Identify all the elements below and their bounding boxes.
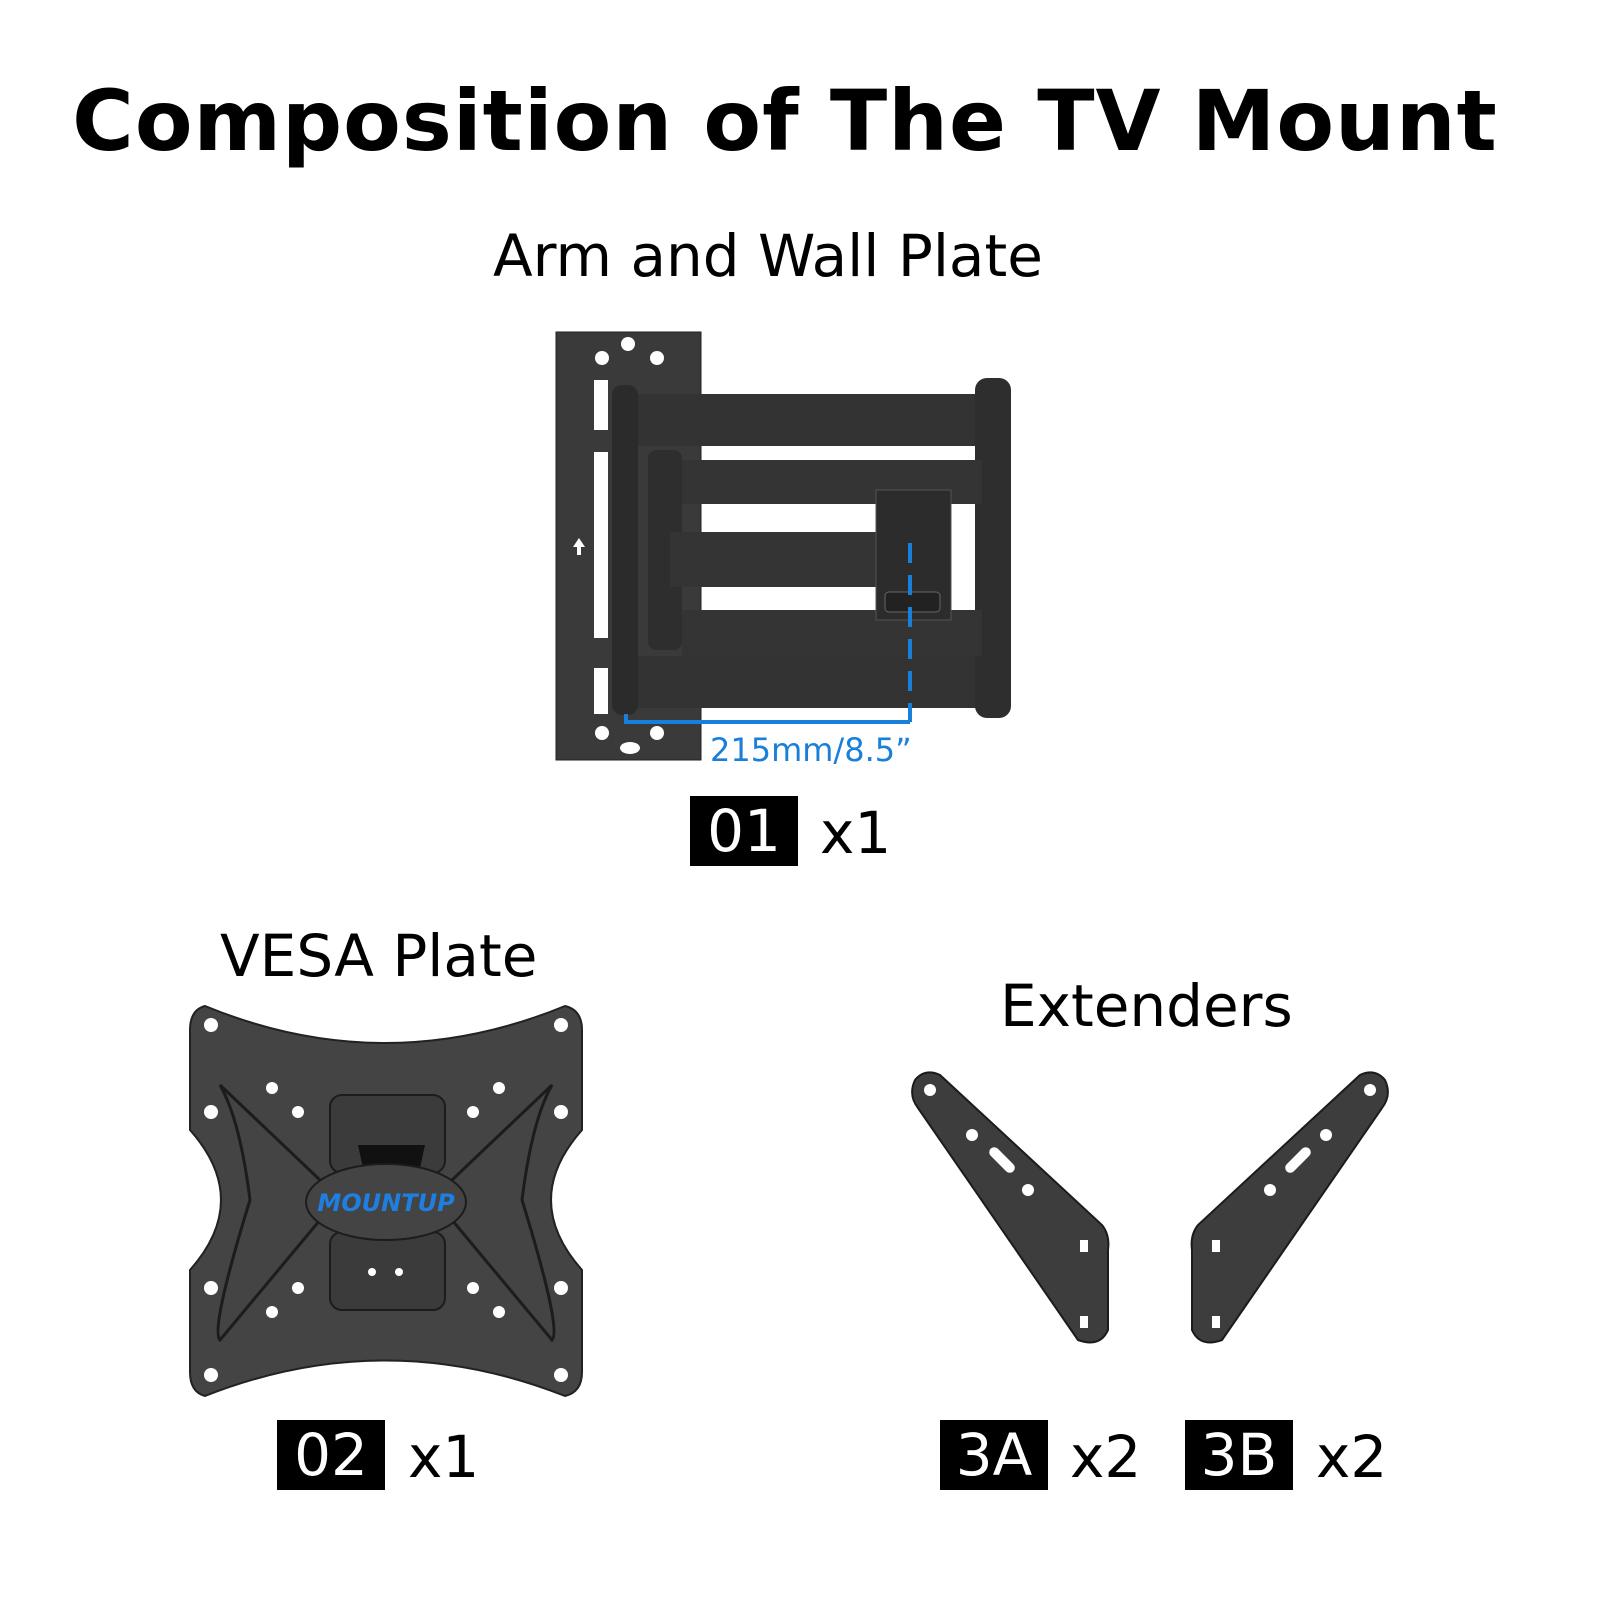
arm-wall-plate-drawing	[555, 331, 1011, 761]
extender-3a-drawing	[911, 1071, 1110, 1344]
part-quantity-02: x1	[408, 1423, 480, 1491]
vesa-plate-drawing: MOUNTUP	[189, 1004, 583, 1398]
part-quantity-3a: x2	[1070, 1423, 1142, 1491]
extender-3b-drawing	[1190, 1071, 1389, 1344]
up-arrow-icon	[573, 538, 585, 555]
dimension-line	[624, 543, 912, 724]
extenders-heading: Extenders	[1000, 972, 1293, 1040]
part-code-badge-01: 01	[690, 796, 798, 866]
vesa-heading: VESA Plate	[220, 922, 538, 990]
part-quantity-3b: x2	[1316, 1423, 1388, 1491]
page-title: Composition of The TV Mount	[72, 72, 1498, 170]
part-code-badge-02: 02	[277, 1420, 385, 1490]
part-code-badge-3a: 3A	[940, 1420, 1048, 1490]
arm-heading: Arm and Wall Plate	[493, 222, 1043, 290]
part-code-badge-3b: 3B	[1185, 1420, 1293, 1490]
part-quantity-01: x1	[820, 799, 892, 867]
mountup-logo: MOUNTUP	[317, 1189, 455, 1217]
arm-extension-dimension: 215mm/8.5”	[710, 731, 912, 769]
